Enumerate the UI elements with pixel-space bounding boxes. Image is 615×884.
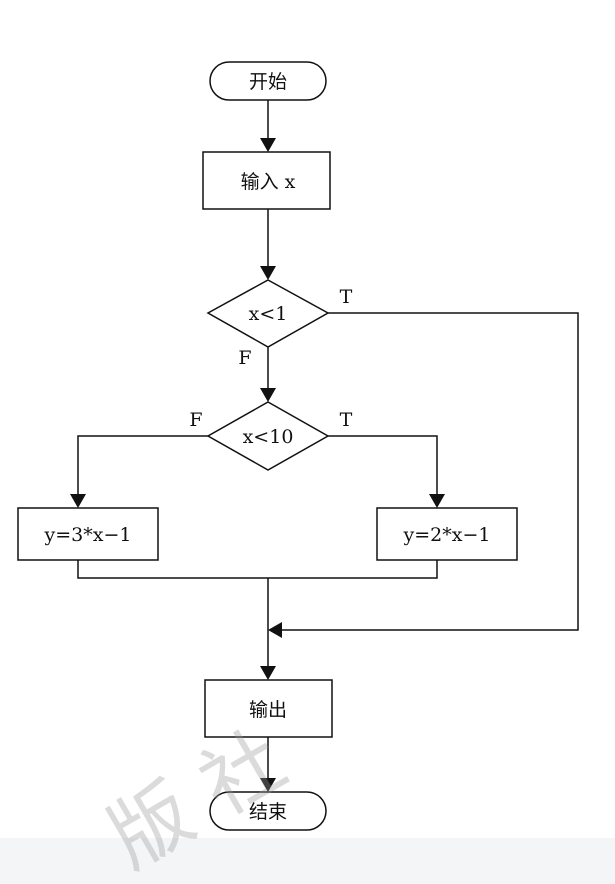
output-box: [204, 679, 333, 738]
arrowhead-merge: [268, 622, 282, 638]
decision-2-true-label: T: [340, 409, 353, 431]
end-terminal: [209, 791, 327, 831]
arrowhead-cond2-left: [70, 494, 86, 508]
start-label: 开始: [249, 71, 287, 93]
process-box-left: [17, 507, 159, 561]
decision-2-label: x<10: [243, 426, 294, 448]
input-box: [202, 151, 331, 210]
connector-merge-left-right: [77, 560, 438, 579]
arrowhead-cond1-cond2: [260, 388, 276, 402]
arrowhead-output: [260, 666, 276, 680]
arrowhead-end: [260, 778, 276, 792]
connector-cond1-true: [282, 312, 579, 631]
decision-1-label: x<1: [249, 303, 288, 325]
decision-1-false-label: F: [238, 347, 251, 369]
process-right-label: y=2*x−1: [403, 524, 491, 546]
input-label: 输入 x: [241, 171, 296, 193]
watermark-text: 版 社: [93, 713, 300, 884]
connector-cond2-false: [77, 435, 208, 494]
process-box-right: [376, 507, 518, 561]
arrowhead-start-input: [260, 138, 276, 152]
process-left-label: y=3*x−1: [44, 524, 132, 546]
decision-1-true-label: T: [340, 286, 353, 308]
decision-2-false-label: F: [189, 409, 202, 431]
connector-cond2-true: [328, 435, 438, 494]
arrowhead-cond2-right: [429, 494, 445, 508]
bottom-band: [0, 838, 615, 884]
end-label: 结束: [249, 801, 287, 823]
output-label: 输出: [249, 699, 287, 721]
arrowhead-input-cond1: [260, 266, 276, 280]
decision-diamond-2: [206, 401, 330, 471]
